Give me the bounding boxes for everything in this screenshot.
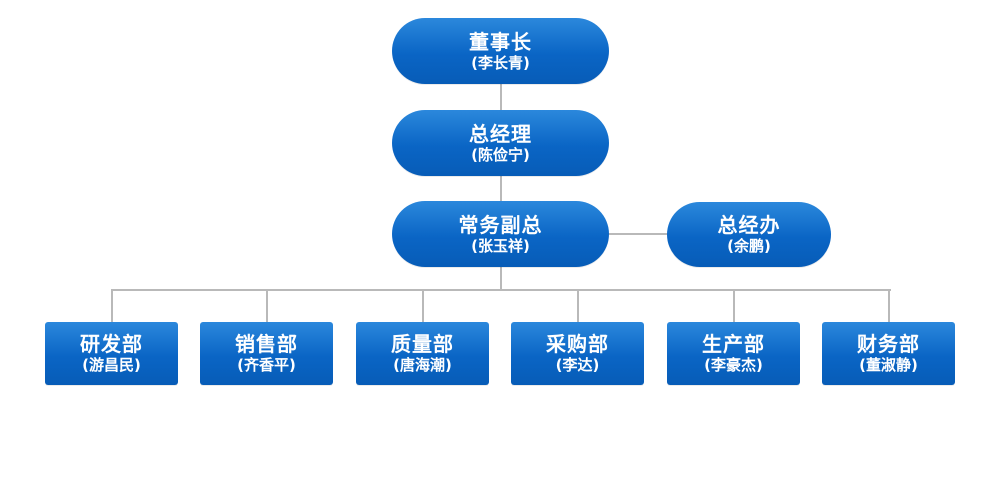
node-chairman-name: (李长青): [471, 53, 530, 72]
node-executive-vp: 常务副总 (张玉祥): [392, 201, 609, 267]
node-general-manager-title: 总经理: [469, 121, 532, 146]
node-rd-department-name: (游昌民): [82, 356, 141, 374]
node-sales-department-title: 销售部: [235, 332, 298, 356]
node-purchasing-department-title: 采购部: [546, 332, 609, 356]
node-chairman: 董事长 (李长青): [392, 18, 609, 84]
node-purchasing-department-name: (李达): [555, 356, 600, 374]
node-finance-department: 财务部 (董淑静): [822, 322, 955, 385]
node-chairman-title: 董事长: [469, 29, 532, 54]
connector-evp-bus: [500, 266, 502, 290]
node-purchasing-department: 采购部 (李达): [511, 322, 644, 385]
node-sales-department-name: (齐香平): [237, 356, 296, 374]
node-finance-department-name: (董淑静): [859, 356, 918, 374]
node-executive-vp-title: 常务副总: [458, 212, 543, 237]
node-general-manager: 总经理 (陈俭宁): [392, 110, 609, 176]
node-general-manager-name: (陈俭宁): [471, 145, 530, 164]
node-quality-department: 质量部 (唐海潮): [356, 322, 489, 385]
node-rd-department: 研发部 (游昌民): [45, 322, 178, 385]
node-general-office-title: 总经办: [717, 213, 781, 237]
connector-purchasing: [577, 289, 579, 322]
connector-sales: [266, 289, 268, 322]
connector-gm-evp: [500, 175, 502, 203]
node-quality-department-title: 质量部: [391, 332, 454, 356]
node-production-department-name: (李豪杰): [704, 356, 763, 374]
connector-chairman-gm: [500, 83, 502, 112]
connector-evp-office: [608, 233, 668, 235]
node-production-department-title: 生产部: [702, 332, 765, 356]
node-finance-department-title: 财务部: [857, 332, 920, 356]
connector-department-bus: [111, 289, 891, 291]
connector-quality: [422, 289, 424, 322]
node-executive-vp-name: (张玉祥): [471, 236, 530, 255]
node-general-office-name: (余鹏): [727, 237, 771, 255]
node-sales-department: 销售部 (齐香平): [200, 322, 333, 385]
connector-rd: [111, 289, 113, 322]
connector-production: [733, 289, 735, 322]
node-production-department: 生产部 (李豪杰): [667, 322, 800, 385]
node-general-office: 总经办 (余鹏): [667, 202, 831, 267]
connector-finance: [888, 289, 890, 322]
node-quality-department-name: (唐海潮): [393, 356, 452, 374]
node-rd-department-title: 研发部: [80, 332, 143, 356]
